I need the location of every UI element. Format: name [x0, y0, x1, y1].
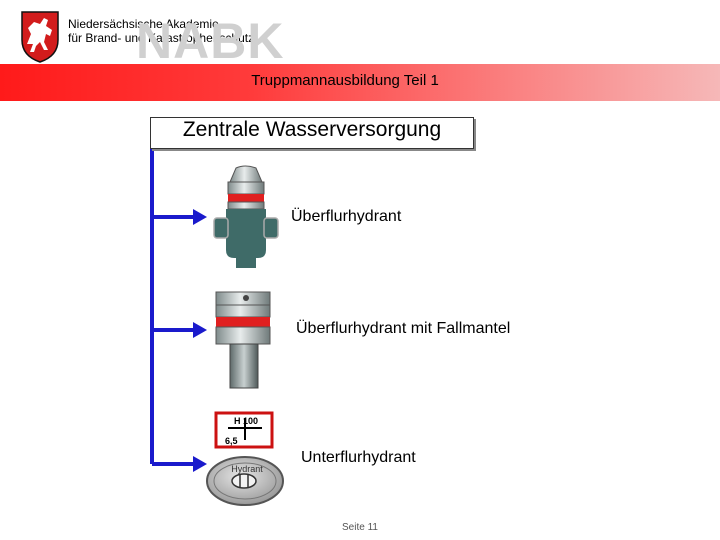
ueberflurhydrant-icon: [213, 165, 279, 268]
title-band: [0, 64, 720, 101]
heading-box: [150, 117, 474, 149]
pipeline-arrowheads: [193, 209, 207, 472]
supply-pipeline: [150, 149, 195, 466]
hydrant-sign-nominal-size: H 100: [233, 416, 259, 426]
org-name-line1: Niedersächsische Akademie: [68, 17, 219, 31]
label-ueberflurhydrant: Überflurhydrant: [291, 208, 402, 225]
course-subtitle: Truppmannausbildung Teil 1: [251, 72, 439, 89]
unterflurhydrant-icon: [206, 411, 284, 506]
label-fallmantel-hydrant: Überflurhydrant mit Fallmantel: [296, 320, 511, 337]
lower-saxony-horse-crest-icon: [21, 11, 59, 63]
page-number: Seite 11: [342, 522, 378, 533]
slide-heading: Zentrale Wasserversorgung: [182, 118, 442, 141]
org-name-line2: für Brand- und Katastrophenschutz: [68, 31, 255, 45]
hydrant-cover-label: Hydrant: [231, 464, 263, 474]
label-unterflurhydrant: Unterflurhydrant: [301, 449, 416, 466]
hydrant-sign-distance: 6,5: [225, 436, 238, 446]
watermark-logo-text: NABK: [136, 13, 285, 69]
fallmantel-hydrant-icon: [215, 291, 271, 389]
